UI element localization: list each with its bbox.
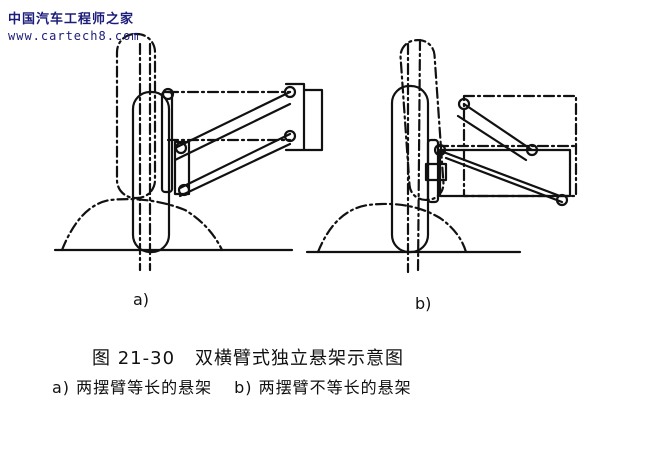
ghost-wheel-a — [115, 32, 157, 200]
joint-a1 — [161, 87, 175, 101]
figure-number: 图 21-30 — [92, 348, 176, 369]
travel-arc-b — [316, 202, 468, 254]
upper-arm-a — [173, 90, 292, 150]
upper-arm-b — [462, 102, 534, 152]
joint-b1 — [457, 97, 471, 111]
watermark-url: www.cartech8.com — [8, 29, 140, 43]
joint-b4 — [555, 193, 569, 207]
lower-arm-b — [436, 148, 562, 198]
joint-a4 — [174, 141, 188, 155]
upright-a — [160, 90, 174, 194]
panel-a-label: a) — [133, 290, 150, 309]
watermark: 中国汽车工程师之家 www.cartech8.com — [8, 8, 140, 43]
watermark-title: 中国汽车工程师之家 — [8, 12, 135, 27]
joint-a2 — [283, 85, 297, 99]
wheel-b — [390, 84, 430, 254]
joint-b2 — [525, 143, 539, 157]
joint-a5 — [177, 183, 191, 197]
panel-b-label: b) — [415, 294, 432, 313]
frame-box-b — [438, 148, 572, 198]
upper-arm-a-2 — [173, 102, 292, 162]
subcaption-a: a) 两摆臂等长的悬架 — [52, 378, 213, 397]
centerline-b2 — [416, 38, 422, 274]
subcaption-b: b) 两摆臂不等长的悬架 — [234, 378, 412, 397]
joint-b3 — [433, 143, 447, 157]
travel-arc-a — [60, 198, 224, 252]
figure-caption: 图 21-30 双横臂式独立悬架示意图 — [92, 344, 404, 370]
joint-a3 — [283, 129, 297, 143]
lower-arm-a-2 — [178, 142, 292, 198]
frame-bracket-a — [284, 82, 324, 152]
upper-arm-b-2 — [456, 114, 528, 162]
figure-title: 双横臂式独立悬架示意图 — [195, 348, 405, 369]
figure-subcaptions: a) 两摆臂等长的悬架 b) 两摆臂不等长的悬架 — [52, 374, 412, 398]
panel-b-drawing — [305, 38, 578, 274]
lower-arm-b-2 — [444, 156, 564, 204]
lower-arm-a — [178, 132, 292, 190]
panel-a-drawing — [53, 32, 324, 272]
upright-b — [426, 138, 440, 204]
stub-axle-b — [424, 162, 448, 182]
